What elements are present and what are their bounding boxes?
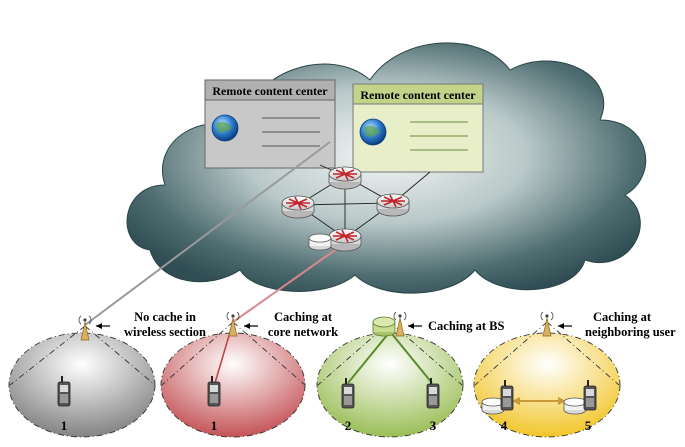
d2d-link-arrow — [512, 397, 566, 405]
globe-icon — [211, 114, 239, 142]
scenario-label: neighboring user — [585, 325, 676, 339]
router-icon — [281, 195, 315, 219]
scenario-label: Caching at BS — [428, 319, 504, 333]
user-number: 4 — [501, 418, 508, 433]
remote-content-center-gray: Remote content center — [204, 79, 336, 169]
user-number: 3 — [430, 418, 437, 433]
scenario-no-cache: No cache in wireless section 1 — [8, 310, 206, 438]
cache-storage-icon — [563, 397, 587, 415]
cache-storage-icon — [372, 316, 396, 337]
remote-content-center-green: Remote content center — [352, 83, 484, 173]
scenario-label: No cache in — [134, 310, 196, 324]
globe-icon — [359, 118, 387, 146]
user-number: 1 — [211, 418, 218, 433]
scenario-neighbor-cache: Caching at neighboring user 4 5 — [473, 310, 676, 438]
user-number: 2 — [345, 418, 352, 433]
link-core-cache — [232, 242, 346, 323]
router-icon — [376, 193, 410, 217]
scenario-label: core network — [268, 325, 338, 339]
link-no-cache — [84, 141, 331, 326]
router-icon — [328, 228, 362, 252]
user-number: 5 — [585, 418, 592, 433]
cache-storage-icon — [308, 233, 332, 251]
antenna-icon — [393, 311, 407, 337]
content-center-title: Remote content center — [360, 88, 476, 102]
scenario-core-network: Caching at core network 1 — [160, 310, 338, 438]
router-icon — [328, 166, 362, 190]
content-center-title: Remote content center — [212, 84, 328, 98]
scenario-bs-cache: Caching at BS 2 3 — [316, 311, 504, 438]
user-number: 1 — [61, 418, 68, 433]
scenario-label: wireless section — [124, 325, 206, 339]
antenna-icon — [226, 311, 240, 337]
antenna-icon — [540, 311, 554, 337]
scenario-label: Caching at — [274, 310, 333, 324]
scenario-label: Caching at — [593, 310, 652, 324]
